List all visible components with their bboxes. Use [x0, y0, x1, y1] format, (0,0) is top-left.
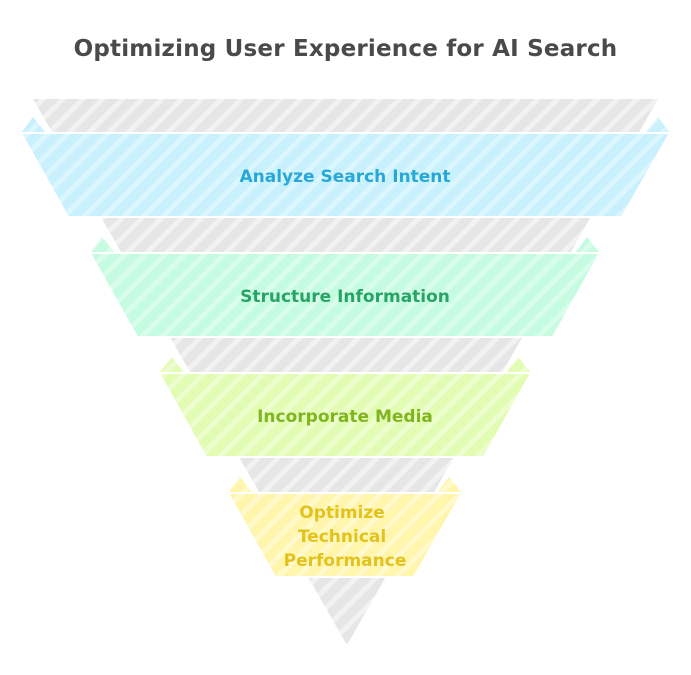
stage-4-label: Optimize Technical Performance	[284, 503, 407, 571]
stage-2-label: Structure Information	[240, 287, 450, 307]
stage-2-band	[88, 252, 602, 338]
diagram-title: Optimizing User Experience for AI Search	[73, 36, 618, 62]
stage-4-tab-left	[228, 477, 253, 493]
stage-4-label-line-1: Optimize	[299, 503, 385, 523]
stage-1-band	[19, 132, 672, 218]
stage-3-label: Incorporate Media	[257, 407, 433, 427]
stage-3-tab-left	[159, 357, 184, 373]
stage-2-tab-right	[575, 237, 600, 253]
stage-4-label-line-2: Technical	[298, 527, 386, 547]
funnel-stage-3: Incorporate Media	[157, 357, 533, 458]
funnel-stage-2: Structure Information	[88, 237, 602, 338]
stage-2-label-line: Structure Information	[240, 287, 450, 307]
stage-4-band	[226, 492, 464, 578]
stage-3-band	[157, 372, 533, 458]
stage-1-label-line: Analyze Search Intent	[239, 167, 450, 187]
stage-2-tab-left	[90, 237, 115, 253]
stage-1-label: Analyze Search Intent	[239, 167, 450, 187]
stage-1-tab-right	[645, 117, 670, 133]
stage-4-label-line-3: Performance	[284, 551, 407, 571]
stage-1-tab-left	[21, 117, 46, 133]
stage-3-label-line: Incorporate Media	[257, 407, 433, 427]
stage-3-tab-right	[506, 357, 531, 373]
funnel-stage-1: Analyze Search Intent	[19, 117, 672, 218]
stage-4-tab-right	[437, 477, 462, 493]
funnel-stage-4: Optimize Technical Performance	[226, 477, 464, 578]
